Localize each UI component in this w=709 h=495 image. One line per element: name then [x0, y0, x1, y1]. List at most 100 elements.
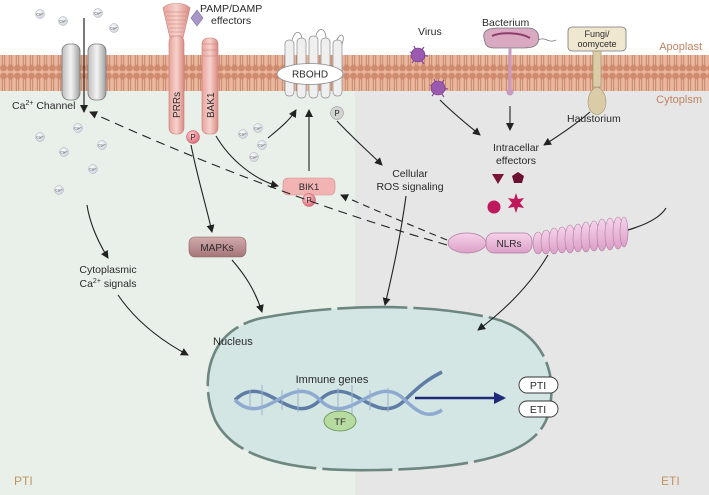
ca-ion: Ca²⁺: [59, 147, 69, 157]
nlrs-protein: [447, 207, 667, 255]
ca-ion: Ca²⁺: [238, 129, 248, 139]
pamp-label: PAMP/DAMP: [200, 3, 262, 15]
ca-ion: Ca²⁺: [54, 185, 64, 195]
ca-ion: Ca²⁺: [109, 23, 119, 33]
cytoplasm-label: Cytoplsm: [656, 94, 702, 106]
mapks-protein: [188, 236, 247, 258]
arrow-fungi-to-effectors: [543, 111, 591, 146]
arrow-ros-to-nucleus: [382, 195, 407, 306]
prrs-receptor: [162, 3, 191, 135]
arrow-nlrs-to-ca-channel: [89, 111, 448, 246]
svg-text:Ca²⁺: Ca²⁺: [74, 127, 82, 131]
intracellular-effectors-label-2: effectors: [496, 155, 536, 167]
pentagon-effector-icon: [512, 172, 524, 183]
arrow-nlrs-to-bik1: [340, 194, 448, 241]
cytoplasmic-ca-label-2: Ca2+ signals: [79, 278, 136, 290]
fungi-icon: [567, 26, 627, 115]
arrow-rbohd-to-ros: [336, 120, 383, 166]
dna-helix-icon: [233, 370, 443, 417]
svg-text:Ca²⁺: Ca²⁺: [94, 12, 102, 16]
apoplast-label: Apoplast: [659, 41, 702, 53]
ca-ion: Ca²⁺: [249, 152, 259, 162]
arrow-bak1-to-bik1: [215, 135, 279, 189]
arrow-cytoplasmic-to-nucleus: [117, 294, 189, 356]
rbohd-phospho-badge: P: [330, 106, 344, 120]
svg-text:P: P: [334, 109, 339, 118]
svg-text:P: P: [190, 133, 195, 142]
svg-text:Ca²⁺: Ca²⁺: [239, 133, 247, 137]
pti-output-label: PTI: [530, 380, 546, 392]
svg-text:Ca²⁺: Ca²⁺: [110, 27, 118, 31]
ca-ion: Ca²⁺: [35, 132, 45, 142]
bik1-label: BIK1: [299, 182, 320, 193]
virus-icon: [409, 45, 449, 98]
tf-protein: [323, 410, 357, 432]
arrow-prrs-to-mapks: [190, 144, 215, 233]
pti-output-box: [518, 376, 559, 394]
ca-channel: [61, 18, 107, 113]
pamp-diamond-icon: [190, 9, 204, 27]
nucleus: [206, 305, 553, 472]
svg-text:Ca²⁺: Ca²⁺: [258, 144, 266, 148]
eti-output-label: ETI: [530, 404, 546, 416]
prrs-phospho-badge: P: [186, 130, 200, 144]
ca-ion: Ca²⁺: [88, 164, 98, 174]
ca-ion: Ca²⁺: [58, 16, 68, 26]
intracellular-effectors-label-1: Intracellar: [493, 142, 540, 154]
svg-text:Ca²⁺: Ca²⁺: [36, 13, 44, 17]
bacterium-label: Bacterium: [482, 17, 530, 29]
mapks-label: MAPKs: [200, 243, 233, 254]
fungi-label-line1: Fungi/: [584, 29, 610, 39]
effector-shapes: [487, 172, 524, 214]
cytoplasmic-ca-label-1: Cytoplasmic: [79, 264, 136, 276]
star-effector-icon: [508, 193, 524, 213]
pamp-effectors-label: effectors: [211, 15, 251, 27]
ca-channel-label: Ca2+ Channel: [12, 100, 75, 112]
prrs-label: PRRs: [172, 92, 183, 118]
pti-corner-label: PTI: [14, 474, 33, 488]
ca-ion: Ca²⁺: [257, 140, 267, 150]
ca-ion: Ca²⁺: [35, 9, 45, 19]
svg-text:Ca²⁺: Ca²⁺: [36, 136, 44, 140]
svg-text:Ca²⁺: Ca²⁺: [55, 189, 63, 193]
svg-text:Ca²⁺: Ca²⁺: [59, 20, 67, 24]
plasma-membrane: [0, 55, 709, 91]
arrow-virus-to-effectors: [439, 99, 481, 136]
nlrs-label: NLRs: [496, 239, 521, 250]
svg-text:Ca²⁺: Ca²⁺: [254, 127, 262, 131]
arrow-mapks-to-nucleus: [231, 259, 264, 313]
calcium-ions: Ca²⁺ Ca²⁺ Ca²⁺ Ca²⁺ Ca²⁺ Ca²⁺ Ca²⁺ Ca²⁺ …: [35, 8, 267, 195]
rbohd-label: RBOHD: [292, 70, 328, 81]
cellular-ros-label-1: Cellular: [392, 168, 428, 180]
arrow-ca-to-cytoplasmic: [86, 204, 109, 259]
triangle-effector-icon: [492, 174, 504, 184]
arrow-nlrs-to-nucleus: [477, 254, 549, 331]
svg-text:Ca²⁺: Ca²⁺: [60, 151, 68, 155]
arrow-ca-to-rbohd: [267, 109, 297, 139]
cellular-ros-label-2: ROS signaling: [376, 181, 443, 193]
ca-ion: Ca²⁺: [97, 140, 107, 150]
immune-genes-label: Immune genes: [296, 374, 369, 386]
ca-ion: Ca²⁺: [73, 123, 83, 133]
fungi-label-line2: oomycete: [577, 39, 616, 49]
circle-effector-icon: [487, 200, 501, 214]
signal-arrows: [86, 99, 591, 356]
svg-text:Ca²⁺: Ca²⁺: [250, 156, 258, 160]
eti-corner-label: ETI: [661, 474, 680, 488]
svg-text:P: P: [306, 196, 311, 205]
svg-text:Ca²⁺: Ca²⁺: [89, 168, 97, 172]
ca-ion: Ca²⁺: [93, 8, 103, 18]
bak1-receptor: [201, 37, 219, 135]
svg-text:Ca²⁺: Ca²⁺: [98, 144, 106, 148]
virus-label: Virus: [418, 26, 442, 38]
tf-label: TF: [334, 417, 346, 428]
haustorium-label: Haustorium: [567, 113, 621, 125]
bacterium-icon: [483, 27, 557, 96]
eti-output-box: [518, 400, 559, 418]
rbohd-complex: [276, 29, 344, 99]
ca-ion: Ca²⁺: [253, 123, 263, 133]
nucleus-label: Nucleus: [213, 336, 253, 348]
bik1-phospho-badge: P: [302, 193, 316, 207]
bak1-label: BAK1: [206, 92, 217, 118]
